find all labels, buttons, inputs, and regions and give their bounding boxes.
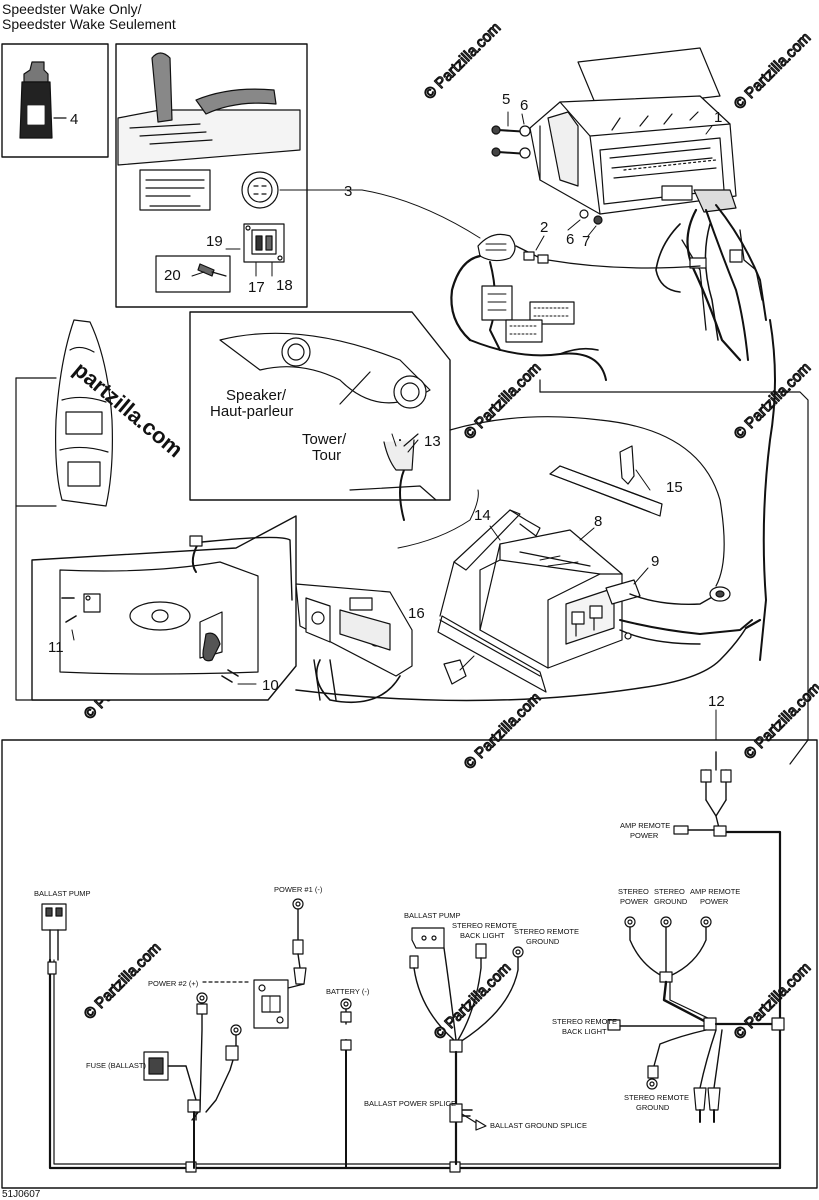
label-ballast-pump-mid: BALLAST PUMP — [404, 911, 461, 920]
label-stereo-remote-back-light-right: STEREO REMOTE — [552, 1017, 617, 1026]
label-ballast-pump-left: BALLAST PUMP — [34, 889, 91, 898]
part-number-1: 1 — [714, 109, 722, 126]
label-stereo-remote-back-light-mid-2: BACK LIGHT — [460, 931, 505, 940]
part-number-3: 3 — [344, 183, 352, 200]
watermark-text: © Partzilla.com — [461, 689, 544, 772]
label-stereo-remote-ground-mid-2: GROUND — [526, 937, 560, 946]
amplifier — [479, 529, 641, 669]
part-numbers: 1 2 3 4 5 6 6 7 8 9 10 11 12 13 14 15 16… — [48, 91, 725, 710]
label-amp-remote-power-top: AMP REMOTE — [620, 821, 670, 830]
part-number-10: 10 — [262, 677, 279, 694]
watermark-text: © Partzilla.com — [731, 359, 814, 442]
watermark-text: © Partzilla.com — [741, 679, 819, 762]
amp-mount-panel — [295, 583, 413, 704]
wiring-labels: BALLAST PUMP POWER #1 (-) POWER #2 (+) B… — [34, 821, 740, 1130]
callout-lines — [71, 111, 717, 741]
label-amp-remote-power-top-2: POWER — [630, 831, 659, 840]
label-fuse-ballast: FUSE (BALLAST) — [86, 1061, 147, 1070]
part-number-8: 8 — [594, 513, 602, 530]
part-number-6: 6 — [520, 97, 528, 114]
stereo-harness — [655, 204, 776, 661]
part-number-18: 18 — [276, 277, 293, 294]
part-number-17: 17 — [248, 279, 265, 296]
part-number-20: 20 — [164, 267, 181, 284]
label-stereo-power-2: POWER — [620, 897, 649, 906]
part-number-7: 7 — [582, 233, 590, 250]
part-number-2: 2 — [540, 219, 548, 236]
label-power-1: POWER #1 (-) — [274, 885, 323, 894]
label-battery: BATTERY (-) — [326, 987, 370, 996]
label-amp-remote-power-right: AMP REMOTE — [690, 887, 740, 896]
remote-harness — [450, 233, 701, 381]
watermark-text: © Partzilla.com — [421, 19, 504, 102]
stereo-radio-unit — [529, 47, 737, 215]
sealant-tube-panel — [1, 43, 109, 158]
panel-labels: Speaker/ Haut-parleur Tower/ Tour — [210, 387, 347, 464]
helm-control-panel — [115, 43, 308, 308]
diagram-code: 51J0607 — [2, 1189, 41, 1200]
watermark-text: © Partzilla.com — [731, 29, 814, 112]
part-number-12: 12 — [708, 693, 725, 710]
label-ballast-ground-splice: BALLAST GROUND SPLICE — [490, 1121, 587, 1130]
label-stereo-remote-ground-right: STEREO REMOTE — [624, 1093, 689, 1102]
part-number-15: 15 — [666, 479, 683, 496]
label-stereo-ground-2: GROUND — [654, 897, 688, 906]
tower-label-fr: Tour — [312, 447, 341, 464]
tower-label: Tower/ — [302, 431, 347, 448]
part-number-14: 14 — [474, 507, 491, 524]
engine-compartment-panel — [31, 515, 297, 701]
label-stereo-remote-back-light-right-2: BACK LIGHT — [562, 1027, 607, 1036]
amp-wiring — [295, 379, 809, 765]
part-number-5: 5 — [502, 91, 510, 108]
mounting-hardware — [491, 125, 603, 225]
label-power-2: POWER #2 (+) — [148, 979, 199, 988]
part-number-4: 4 — [70, 111, 78, 128]
speaker-tower-panel — [189, 311, 451, 521]
part-number-11: 11 — [48, 639, 64, 656]
label-stereo-ground: STEREO — [654, 887, 685, 896]
wiring-schematic — [41, 751, 785, 1173]
part-number-16: 16 — [408, 605, 425, 622]
label-ballast-power-splice: BALLAST POWER SPLICE — [364, 1099, 456, 1108]
speaker-label: Speaker/ — [226, 387, 287, 404]
label-stereo-remote-back-light-mid: STEREO REMOTE — [452, 921, 517, 930]
wiring-schematic-box — [1, 739, 818, 1189]
label-stereo-power: STEREO — [618, 887, 649, 896]
label-amp-remote-power-right-2: POWER — [700, 897, 729, 906]
label-stereo-remote-ground-mid: STEREO REMOTE — [514, 927, 579, 936]
diagram-title-line2: Speedster Wake Seulement — [2, 16, 176, 32]
part-number-9: 9 — [651, 553, 659, 570]
watermark-text: © Partzilla.com — [461, 359, 544, 442]
part-number-6-lower: 6 — [566, 231, 574, 248]
part-number-19: 19 — [206, 233, 223, 250]
part-number-13: 13 — [424, 433, 441, 450]
diagram-title-line1: Speedster Wake Only/ — [2, 1, 142, 17]
speaker-label-fr: Haut-parleur — [210, 403, 293, 420]
label-stereo-remote-ground-right-2: GROUND — [636, 1103, 670, 1112]
